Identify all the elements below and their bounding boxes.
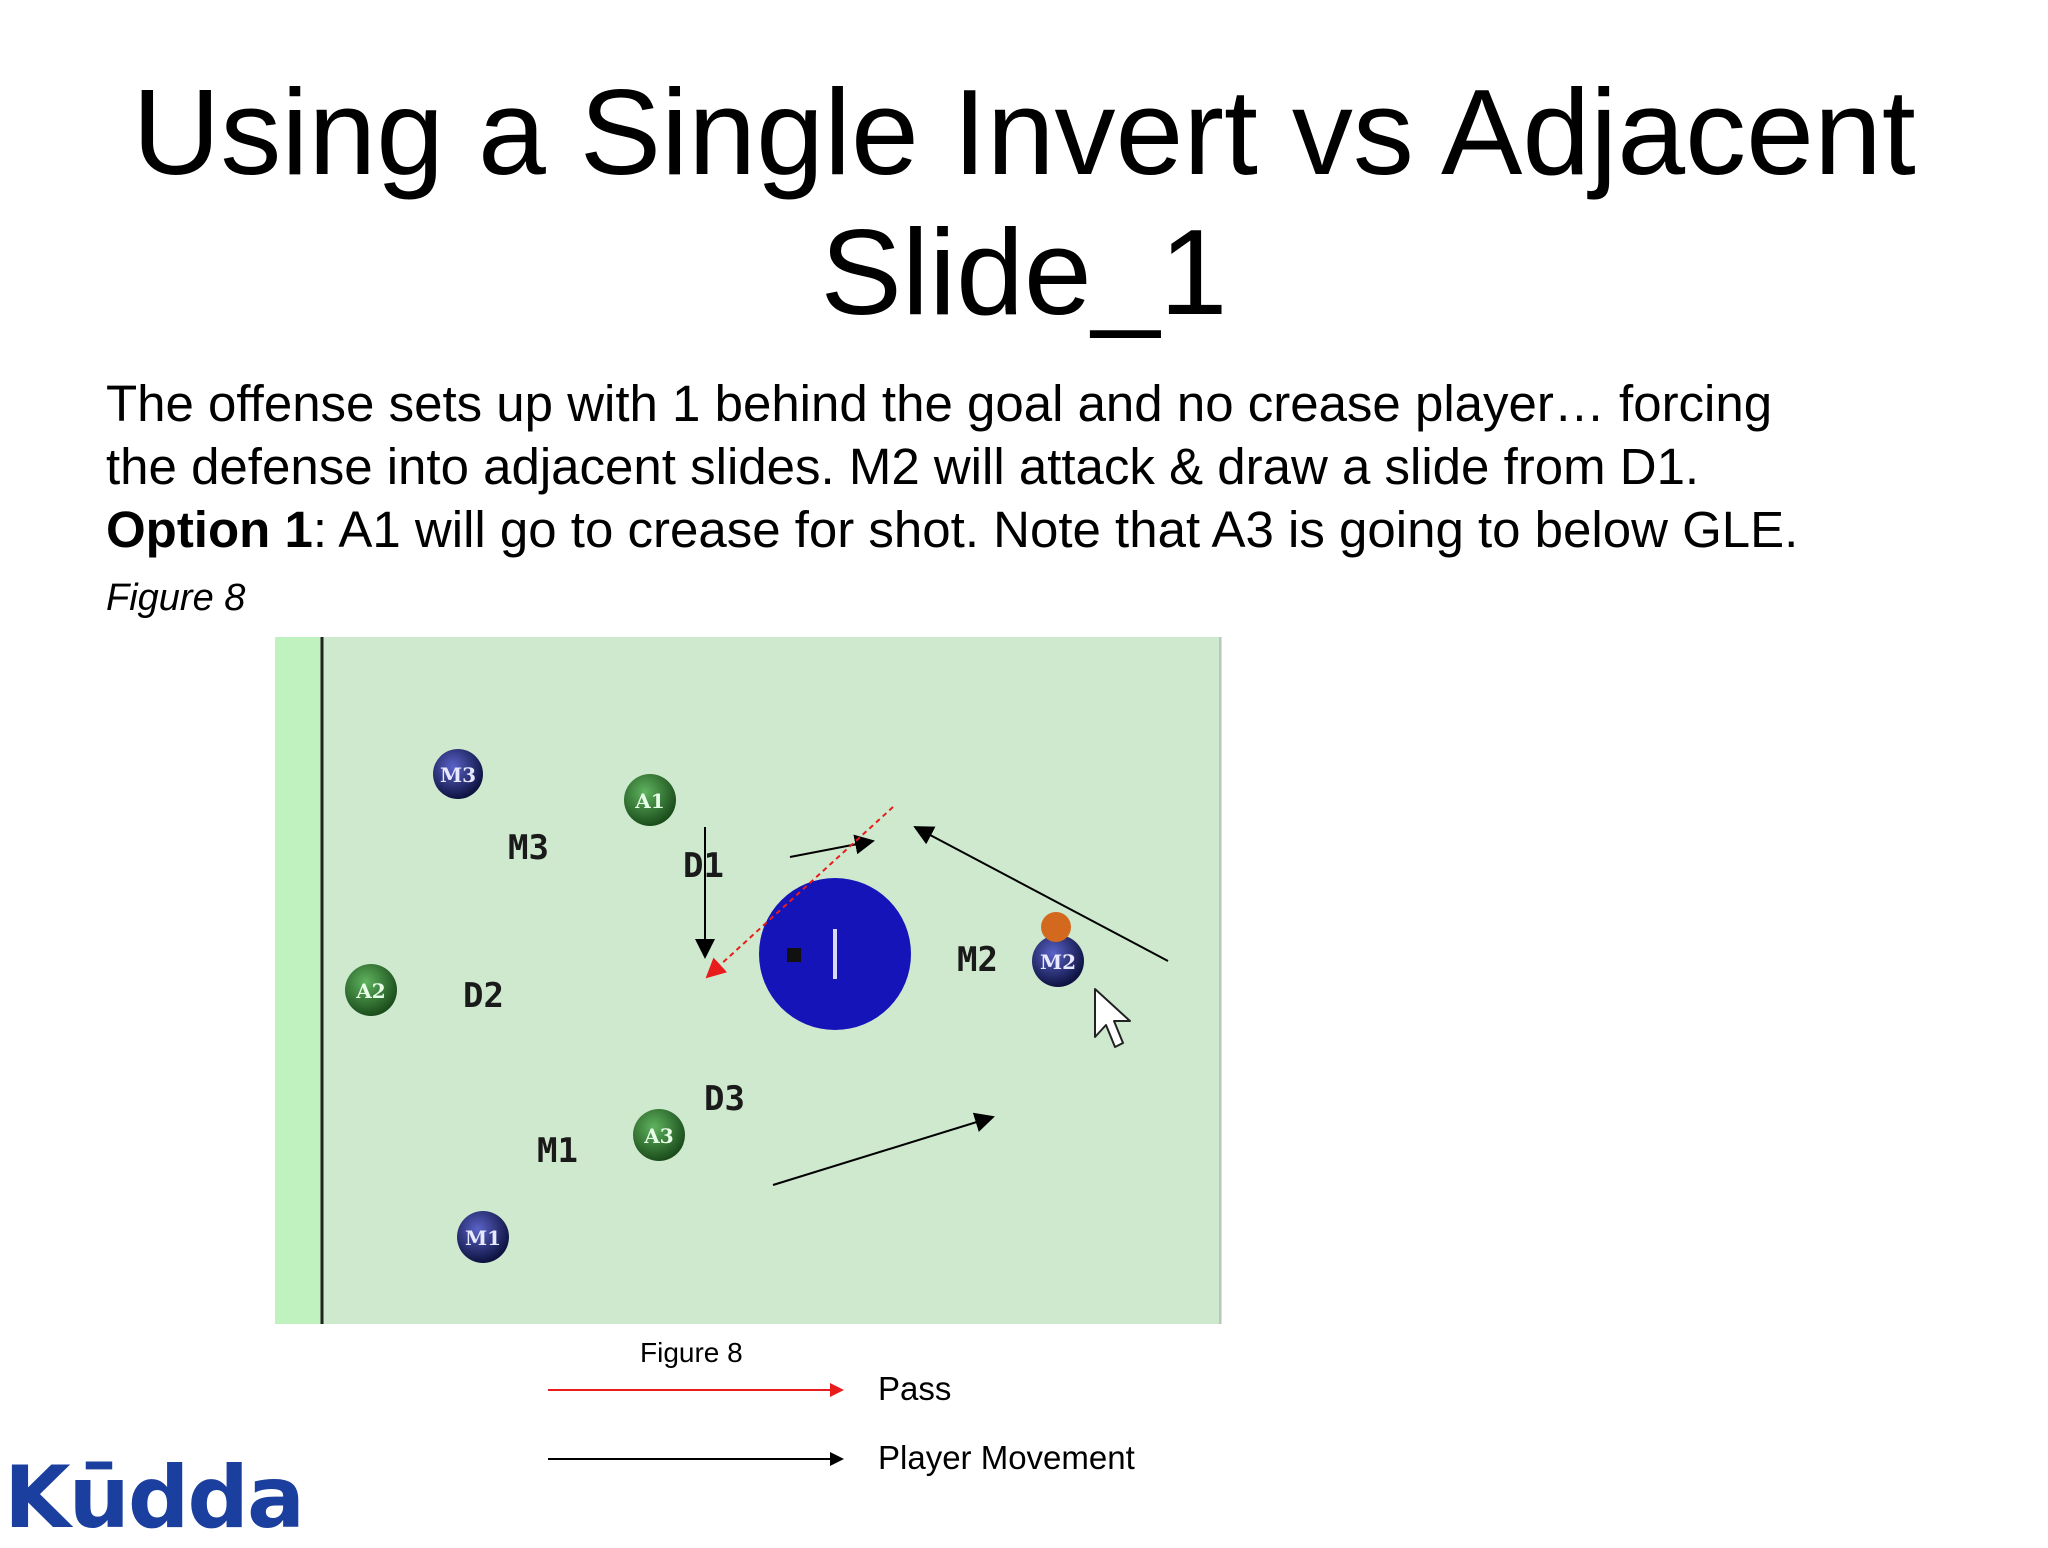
kudda-logo: Kūdda bbox=[4, 1448, 305, 1548]
a1-ball-label: A1 bbox=[634, 789, 664, 813]
figure-reference: Figure 8 bbox=[106, 577, 246, 619]
m1-ball-icon bbox=[457, 1211, 509, 1263]
slide-title: Using a Single Invert vs Adjacent Slide_… bbox=[0, 62, 2048, 342]
d2-position-label: D2 bbox=[463, 976, 504, 1016]
m3-ball-icon bbox=[433, 749, 483, 799]
player-a3: A3 bbox=[633, 1109, 685, 1161]
legend-pass-label: Pass bbox=[878, 1370, 952, 1407]
slide-title-line-1: Using a Single Invert vs Adjacent bbox=[132, 64, 1916, 200]
m1-ball-label: M1 bbox=[465, 1226, 501, 1250]
player-m1: M1 bbox=[457, 1211, 509, 1263]
a2-ball-icon bbox=[345, 964, 397, 1016]
lacrosse-field-diagram: M3 A1 A2 A3 M1 M2 M3 D1 D2 D3 M1 M2 bbox=[275, 637, 1222, 1324]
legend-movement-label: Player Movement bbox=[878, 1439, 1135, 1476]
body-part-2: : A1 will go to crease for shot. Note th… bbox=[312, 501, 1799, 558]
pass-arrow bbox=[705, 806, 894, 979]
a3-move-arrow bbox=[772, 1112, 995, 1186]
d3-position-label: D3 bbox=[704, 1079, 745, 1119]
game-ball-icon bbox=[1041, 912, 1071, 942]
cursor-icon bbox=[1094, 988, 1131, 1048]
m2-ball-icon bbox=[1032, 935, 1084, 987]
m2-drive-arrow bbox=[913, 826, 1169, 962]
m2-ball-label: M2 bbox=[1040, 950, 1076, 974]
body-part-1: The offense sets up with 1 behind the go… bbox=[106, 375, 1773, 495]
a3-ball-icon bbox=[633, 1109, 685, 1161]
slide-title-line-2: Slide_1 bbox=[820, 204, 1228, 340]
m2-position-label: M2 bbox=[957, 940, 998, 980]
player-m3: M3 bbox=[433, 749, 483, 799]
player-m2: M2 bbox=[1032, 912, 1084, 987]
d1-position-label: D1 bbox=[683, 846, 724, 886]
m1-position-label: M1 bbox=[537, 1131, 578, 1171]
a1-ball-icon bbox=[624, 774, 676, 826]
goal-icon bbox=[787, 948, 801, 962]
sideline-strip bbox=[275, 637, 321, 1324]
field-background bbox=[275, 637, 1222, 1324]
a1-cut-arrow bbox=[789, 834, 875, 858]
legend-pass-arrow bbox=[548, 1383, 844, 1397]
m3-ball-label: M3 bbox=[440, 763, 476, 787]
m3-position-label: M3 bbox=[508, 828, 549, 868]
a3-ball-label: A3 bbox=[643, 1124, 673, 1148]
player-a1: A1 bbox=[624, 774, 676, 826]
legend-movement-arrow bbox=[548, 1452, 844, 1466]
slide-body-text: The offense sets up with 1 behind the go… bbox=[106, 372, 1806, 630]
option-label: Option 1 bbox=[106, 501, 313, 558]
figure-caption: Figure 8 bbox=[640, 1337, 743, 1368]
a2-ball-label: A2 bbox=[355, 979, 385, 1003]
player-a2: A2 bbox=[345, 964, 397, 1016]
